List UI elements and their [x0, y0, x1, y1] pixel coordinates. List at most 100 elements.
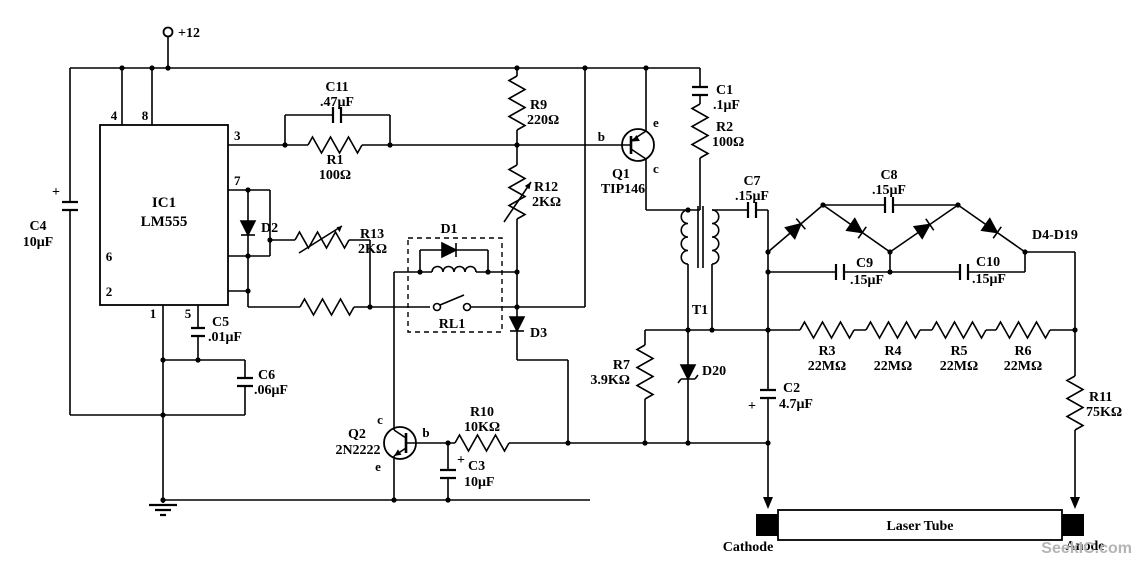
- q2-b-label: b: [422, 425, 429, 440]
- d20-label: D20: [702, 364, 726, 379]
- c3-value-label: 10μF: [464, 475, 495, 490]
- ic1-pin2-label: 2: [106, 284, 113, 299]
- c7-value-label: .15μF: [735, 189, 769, 204]
- resistor-r4: [865, 320, 921, 340]
- resistor-r1: [307, 135, 363, 155]
- capacitor-c5: [191, 326, 205, 338]
- resistor-r2: [690, 103, 710, 159]
- resistor-r13: [294, 225, 350, 254]
- transformer-t1: [680, 206, 720, 268]
- r3-ref-label: R3: [818, 344, 835, 359]
- resistor-r8: [299, 297, 355, 317]
- capacitor-c9: [834, 264, 846, 280]
- t1-label: T1: [692, 303, 708, 318]
- cathode-label: Cathode: [723, 540, 774, 555]
- q2-c-label: c: [377, 412, 383, 427]
- r4-ref-label: R4: [884, 344, 901, 359]
- r6-value-label: 22MΩ: [1004, 359, 1042, 374]
- c1-value-label: .1μF: [713, 98, 740, 113]
- c8-value-label: .15μF: [872, 183, 906, 198]
- anode-terminal: [1062, 514, 1084, 536]
- ic1-pin8-label: 8: [142, 108, 149, 123]
- power-12v-label: +12: [178, 26, 200, 41]
- q1-part-label: TIP146: [601, 182, 645, 197]
- cathode-arrow: [763, 497, 773, 509]
- ic1-ref-label: IC1: [152, 195, 176, 211]
- relay-contact: [462, 302, 472, 312]
- resistor-r5: [931, 320, 987, 340]
- c10-value-label: .15μF: [972, 272, 1006, 287]
- labels: +12 + C4 10μF 4 8 3 7 6 2 1 5 IC1 LM555 …: [23, 26, 1132, 557]
- q1-e-label: e: [653, 115, 659, 130]
- c2-value-label: 4.7μF: [779, 397, 813, 412]
- capacitor-c11: [331, 107, 343, 123]
- c2-plus-label: +: [748, 399, 756, 414]
- diode-d3-icon: [509, 316, 525, 332]
- c11-ref-label: C11: [325, 80, 348, 95]
- ic1-part-label: LM555: [141, 214, 188, 230]
- capacitor-c1: [692, 85, 708, 97]
- capacitor-c3: [440, 468, 456, 480]
- resistor-r10: [454, 433, 510, 453]
- multiplier-diodes-d4-d19: [784, 217, 1003, 240]
- rl1-label: RL1: [439, 317, 465, 332]
- c7-ref-label: C7: [743, 174, 760, 189]
- q2-ref-label: Q2: [348, 427, 366, 442]
- anode-arrow: [1070, 497, 1080, 509]
- c10-ref-label: C10: [976, 255, 1000, 270]
- resistor-r11: [1065, 375, 1085, 431]
- c4-plus-label: +: [52, 185, 60, 200]
- capacitor-c2: [760, 388, 776, 400]
- r6-ref-label: R6: [1014, 344, 1031, 359]
- r7-ref-label: R7: [613, 358, 630, 373]
- r11-ref-label: R11: [1089, 390, 1112, 405]
- ic1-body: [99, 124, 229, 306]
- r13-ref-label: R13: [360, 227, 384, 242]
- c8-ref-label: C8: [880, 168, 897, 183]
- diode-d1-icon: [441, 242, 457, 258]
- power-terminal: [162, 26, 174, 38]
- capacitor-c4: [62, 200, 78, 212]
- watermark: SeekIC.com: [1041, 540, 1132, 557]
- ic1-pin3-label: 3: [234, 128, 241, 143]
- capacitor-c6: [237, 376, 253, 388]
- capacitor-c10: [958, 264, 970, 280]
- relay-rl1: [407, 237, 503, 333]
- ic1-pin1-label: 1: [150, 306, 157, 321]
- c4-value-label: 10μF: [23, 235, 54, 250]
- transistor-q1: [621, 128, 655, 162]
- c5-value-label: .01μF: [208, 330, 242, 345]
- capacitor-c7: [746, 202, 758, 218]
- c6-value-label: .06μF: [254, 383, 288, 398]
- diode-d2-icon: [240, 220, 256, 236]
- r1-value-label: 100Ω: [319, 168, 351, 183]
- r2-value-label: 100Ω: [712, 135, 744, 150]
- c1-ref-label: C1: [716, 83, 733, 98]
- resistor-r6: [995, 320, 1051, 340]
- resistor-r3: [799, 320, 855, 340]
- r5-ref-label: R5: [950, 344, 967, 359]
- resistor-r12: [503, 164, 532, 223]
- ic1-pin4-label: 4: [111, 108, 118, 123]
- c5-ref-label: C5: [212, 315, 229, 330]
- zener-d20-icon: [677, 364, 699, 384]
- q1-b-label: b: [598, 129, 605, 144]
- ic1-pin5-label: 5: [185, 306, 192, 321]
- r1-ref-label: R1: [326, 153, 343, 168]
- c4-ref-label: C4: [29, 219, 46, 234]
- anode-label: Anode: [1066, 539, 1105, 554]
- r10-value-label: 10KΩ: [464, 420, 500, 435]
- ic1-pin6-label: 6: [106, 249, 113, 264]
- c9-value-label: .15μF: [850, 273, 884, 288]
- r13-value-label: 2KΩ: [358, 242, 387, 257]
- ground-icon: [149, 503, 177, 517]
- ic1-pin7-label: 7: [234, 173, 241, 188]
- capacitor-c8: [883, 197, 895, 213]
- laser-tube-label: Laser Tube: [886, 519, 953, 534]
- r2-ref-label: R2: [716, 120, 733, 135]
- q2-e-label: e: [375, 459, 381, 474]
- q2-part-label: 2N2222: [335, 443, 380, 458]
- c6-ref-label: C6: [258, 368, 275, 383]
